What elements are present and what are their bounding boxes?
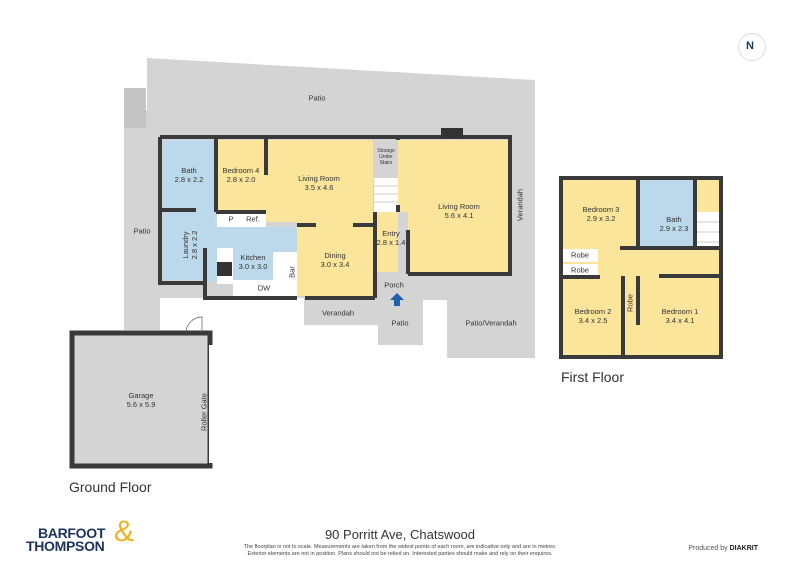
roller-gate-label: Roller Gate	[199, 393, 209, 431]
blue-entry-arrow	[390, 293, 404, 306]
fridge-label: Ref.	[246, 214, 260, 224]
patio-left-area	[124, 110, 160, 330]
porch-label: Porch	[384, 280, 404, 290]
patio-verandah-label: Patio/Verandah	[465, 318, 517, 328]
robe-1-label: Robe	[571, 250, 589, 260]
property-address: 90 Porritt Ave, Chatswood	[324, 527, 476, 542]
north-label: N	[746, 40, 754, 52]
verandah-front-label: Verandah	[321, 308, 355, 318]
patio-top-label: Patio	[308, 93, 326, 103]
patio-left-label: Patio	[133, 226, 151, 236]
living-room-1	[266, 140, 373, 296]
bath-room	[163, 140, 215, 210]
pantry-label: P	[228, 214, 234, 224]
robe-1	[563, 249, 598, 262]
robe-3-label: Robe	[625, 294, 635, 312]
storage-under-stairs	[374, 140, 398, 180]
dishwasher-label: DW	[257, 283, 271, 293]
robe-2	[563, 264, 598, 277]
stairs-upper	[695, 212, 722, 248]
north-arrow-icon: N	[738, 33, 766, 61]
first-floor-title: First Floor	[561, 369, 624, 385]
bedroom4-room	[217, 140, 266, 212]
steps	[124, 88, 146, 128]
pantry-fridge	[217, 212, 266, 227]
robe-2-label: Robe	[571, 265, 589, 275]
verandah-side-label: Verandah	[515, 188, 525, 222]
disclaimer: The floorplan is not to scale. Measureme…	[243, 544, 557, 557]
stairs	[374, 178, 398, 212]
bar-label: Bar	[287, 266, 297, 278]
living-room-2	[374, 140, 508, 272]
patio-front-label: Patio	[391, 318, 409, 328]
ground-floor-title: Ground Floor	[69, 479, 152, 495]
bath-room-upper	[640, 180, 695, 248]
produced-by: Produced by DIAKRIT	[688, 545, 758, 552]
